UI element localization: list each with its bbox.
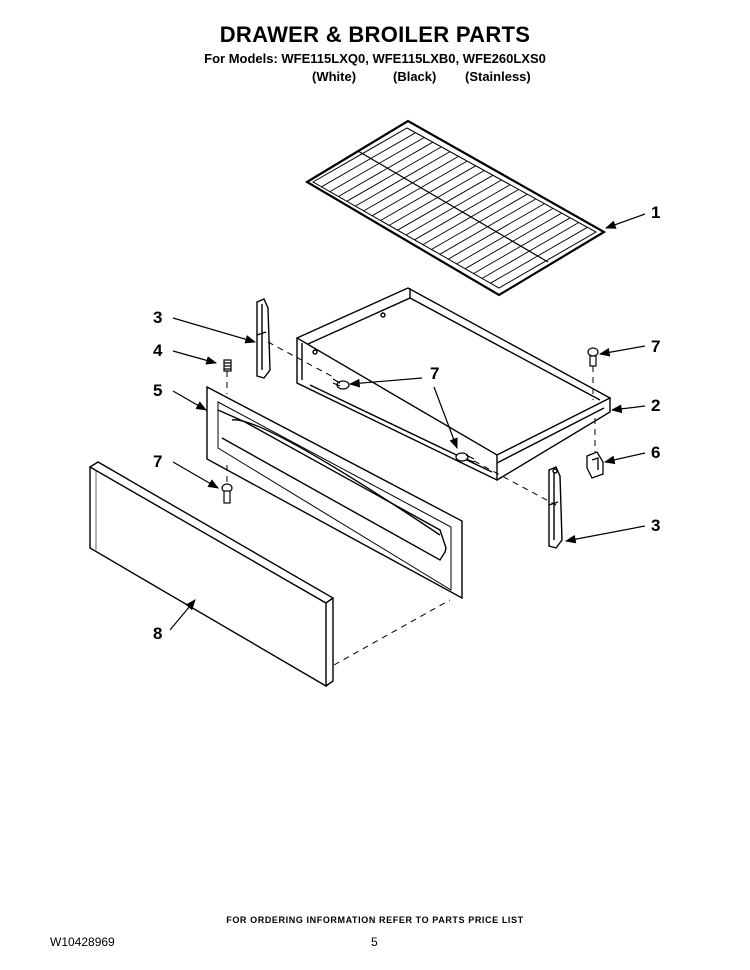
ordering-info: FOR ORDERING INFORMATION REFER TO PARTS … (226, 915, 524, 925)
callout-7-right: 7 (651, 337, 661, 356)
variant-stainless: (Stainless) (465, 69, 531, 84)
drawer-front-panel (88, 461, 335, 688)
page-title: DRAWER & BROILER PARTS (219, 22, 531, 47)
callout-6: 6 (651, 443, 661, 462)
document-number: W10428969 (50, 935, 115, 949)
screw-drawer-bottom (455, 452, 475, 463)
screw-drawer-right (587, 347, 599, 367)
drawer-slide-upper (256, 298, 271, 379)
models-line: For Models: WFE115LXQ0, WFE115LXB0, WFE2… (204, 51, 546, 66)
callout-7-center: 7 (430, 364, 440, 383)
page-number: 5 (371, 935, 378, 949)
screw-stud-part4 (223, 359, 232, 372)
broiler-rack (304, 119, 607, 297)
callout-1: 1 (651, 203, 661, 222)
mounting-clip (586, 451, 604, 479)
callout-8: 8 (153, 624, 163, 643)
callout-4: 4 (153, 341, 163, 360)
screw-drawer-left (332, 378, 350, 390)
alignment-lines (226, 341, 596, 666)
screw-panel (221, 483, 233, 504)
variant-black: (Black) (393, 69, 437, 84)
variant-white: (White) (312, 69, 357, 84)
callout-3-lower: 3 (651, 516, 661, 535)
callout-3-upper: 3 (153, 308, 163, 327)
drawer-slide-lower (548, 466, 563, 549)
drawer-inner-panel (206, 385, 463, 600)
callout-2: 2 (651, 396, 661, 415)
callout-5: 5 (153, 381, 163, 400)
callout-7-left: 7 (153, 452, 163, 471)
leader-lines (169, 213, 646, 631)
